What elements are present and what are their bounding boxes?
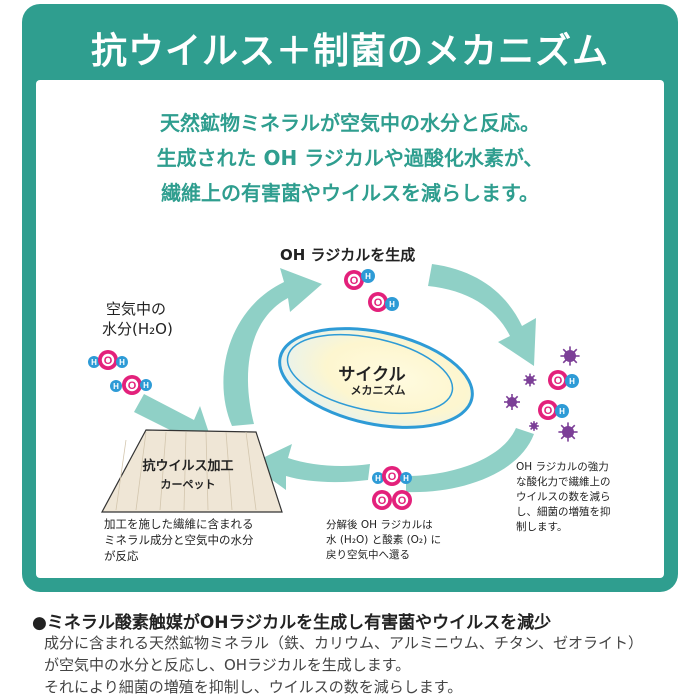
svg-text:O: O [398, 495, 407, 507]
arrow-up-left [223, 268, 322, 426]
bottom-caption-line: 戻り空気中へ還る [326, 549, 410, 561]
virus-icon [529, 421, 539, 431]
right-caption-line: ウイルスの数を減ら [516, 491, 611, 503]
svg-text:O: O [388, 471, 397, 483]
hydrogen-atom: H [116, 356, 128, 368]
svg-text:H: H [143, 381, 149, 390]
svg-text:O: O [350, 275, 359, 287]
hydrogen-atom: H [555, 404, 569, 418]
carpet-label-line2: カーペット [160, 478, 216, 491]
diagram-area: 天然鉱物ミネラルが空気中の水分と反応。 生成された OH ラジカルや過酸化水素が… [36, 80, 664, 578]
oxygen-atom: O [368, 292, 388, 312]
virus-icon [558, 422, 578, 442]
hydrogen-atom: H [372, 472, 384, 484]
footer-body: 成分に含まれる天然鉱物ミネラル（鉄、カリウム、アルミニウム、チタン、ゼオライト）… [44, 632, 643, 698]
oxygen-atom: O [392, 490, 412, 510]
cycle-ellipse [278, 327, 474, 429]
cycle-title: サイクル [338, 365, 406, 385]
mechanism-panel: 抗ウイルス＋制菌のメカニズム 天然鉱物ミネラルが空気中の水分と反応。 生成された… [22, 4, 678, 592]
air-label-line2: 水分(H₂O) [102, 320, 173, 338]
intro-line: 繊維上の有害菌やウイルスを減らします。 [161, 181, 539, 205]
arrow-top-right [428, 264, 536, 366]
right-caption-line: 制します。 [516, 521, 568, 533]
page-title: 抗ウイルス＋制菌のメカニズム [90, 31, 609, 72]
footer-line: が空気中の水分と反応し、OHラジカルを生成します。 [44, 656, 411, 674]
svg-text:H: H [91, 358, 97, 367]
oxygen-atom: O [382, 466, 402, 486]
carpet-caption-line: が反応 [104, 549, 139, 563]
oxygen-atom: O [98, 350, 118, 370]
bottom-caption: 分解後 OH ラジカルは 水 (H₂O) と酸素 (O₂) に 戻り空気中へ還る [326, 518, 441, 563]
svg-text:H: H [403, 474, 409, 483]
top-label: OH ラジカルを生成 [280, 246, 416, 264]
right-caption-line: OH ラジカルの強力 [516, 461, 609, 473]
intro-line: 生成された OH ラジカルや過酸化水素が、 [156, 146, 544, 170]
intro-line: 天然鉱物ミネラルが空気中の水分と反応。 [160, 111, 540, 135]
oxygen-atom: O [372, 490, 392, 510]
hydrogen-atom: H [140, 379, 152, 391]
carpet-shape [100, 429, 283, 513]
svg-text:H: H [559, 407, 565, 416]
svg-text:O: O [378, 495, 387, 507]
hydrogen-atom: H [400, 472, 412, 484]
svg-text:H: H [375, 474, 381, 483]
oxygen-atom: O [538, 400, 558, 420]
virus-icon [504, 394, 520, 410]
oxygen-atom: O [122, 375, 142, 395]
bottom-caption-line: 分解後 OH ラジカルは [326, 519, 433, 531]
bottom-caption-line: 水 (H₂O) と酸素 (O₂) に [326, 534, 442, 546]
hydrogen-atom: H [88, 356, 100, 368]
oxygen-atom: O [344, 270, 364, 290]
viruses [504, 346, 580, 442]
carpet-caption-line: 加工を施した繊維に含まれる [104, 517, 254, 531]
carpet-caption: 加工を施した繊維に含まれる ミネラル成分と空気中の水分 が反応 [104, 516, 254, 564]
arrow-bottom-left [250, 444, 370, 490]
right-caption-line: な酸化力で繊維上の [516, 476, 611, 488]
footer-line: それにより細菌の増殖を抑制し、ウイルスの数を減らします。 [44, 678, 463, 696]
right-caption-line: し、細菌の増殖を抑 [516, 506, 611, 518]
cycle-subtitle: メカニズム [350, 384, 406, 397]
svg-text:O: O [554, 375, 563, 387]
hydrogen-atom: H [361, 269, 375, 283]
air-label-line1: 空気中の [106, 300, 167, 318]
oxygen-atom: O [548, 370, 568, 390]
footer-line: 成分に含まれる天然鉱物ミネラル（鉄、カリウム、アルミニウム、チタン、ゼオライト） [44, 634, 643, 652]
right-caption: OH ラジカルの強力 な酸化力で繊維上の ウイルスの数を減ら し、細菌の増殖を抑… [516, 460, 611, 535]
virus-icon [560, 346, 580, 366]
hydrogen-atom: H [385, 297, 399, 311]
hydrogen-atom: H [110, 380, 122, 392]
carpet-caption-line: ミネラル成分と空気中の水分 [104, 533, 254, 547]
svg-text:O: O [374, 297, 383, 309]
svg-text:H: H [365, 272, 371, 281]
footer-title: ●ミネラル酸素触媒がOHラジカルを生成し有害菌やウイルスを減少 [32, 613, 552, 633]
svg-text:H: H [389, 300, 395, 309]
virus-icon [523, 373, 537, 387]
svg-text:H: H [113, 382, 119, 391]
svg-text:H: H [119, 358, 125, 367]
carpet-label-line1: 抗ウイルス加工 [142, 459, 234, 474]
svg-text:O: O [128, 380, 137, 392]
intro-text: 天然鉱物ミネラルが空気中の水分と反応。 生成された OH ラジカルや過酸化水素が… [36, 106, 664, 211]
svg-text:O: O [104, 355, 113, 367]
hydrogen-atom: H [565, 374, 579, 388]
arrow-bottom-right [406, 428, 534, 493]
svg-text:O: O [544, 405, 553, 417]
svg-text:H: H [569, 377, 575, 386]
